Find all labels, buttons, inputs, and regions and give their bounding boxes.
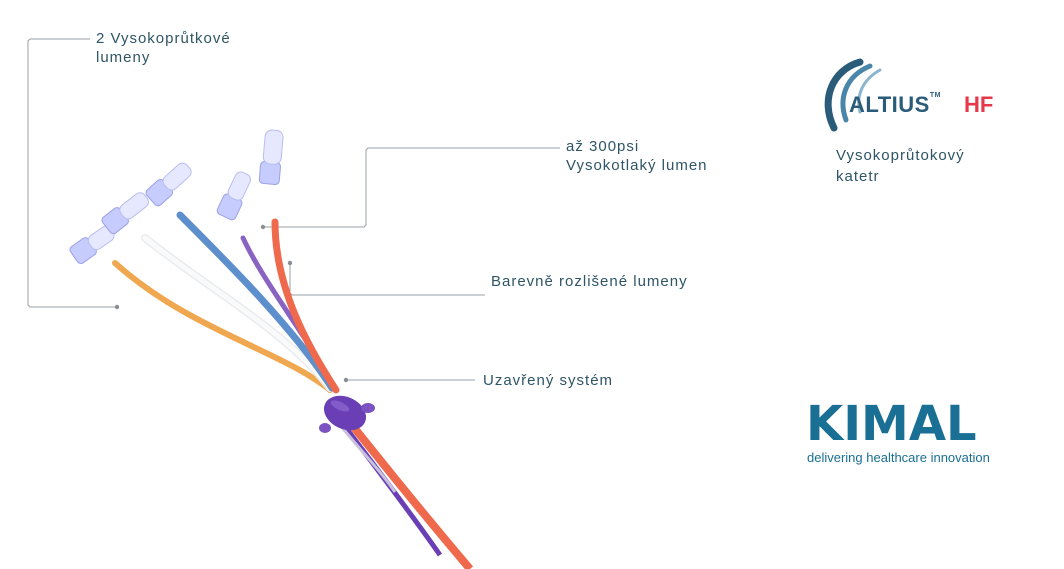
connector-blue — [145, 162, 192, 207]
callout-high-pressure-line1: až 300psi — [566, 138, 640, 155]
altius-hf-logo: ALTIUSTM HF — [818, 54, 1018, 134]
trademark-mark: TM — [929, 92, 941, 99]
connector-purple — [216, 171, 251, 221]
kimal-logo: KIMAL delivering healthcare innovation — [806, 396, 1021, 470]
catheter-shaft — [328, 407, 474, 569]
kimal-tagline: delivering healthcare innovation — [807, 450, 990, 465]
product-description: Vysokoprůtokový katetr — [836, 145, 965, 187]
product-description-line2: katetr — [836, 168, 880, 185]
callout-high-flow-lumens: 2 Vysokoprůtkové lumeny — [96, 29, 231, 67]
lumen-red — [271, 218, 340, 394]
luer-connectors — [69, 129, 284, 265]
callout-closed-system: Uzavřený systém — [483, 372, 614, 389]
lumen-orange — [112, 260, 333, 393]
lumen-white-inner — [142, 235, 333, 391]
callout-line-lumens — [27, 38, 117, 308]
callout-high-flow-lumens-line1: 2 Vysokoprůtkové — [96, 30, 231, 47]
lumen-blue — [176, 211, 336, 392]
altius-logo-swoosh — [824, 58, 882, 132]
callout-color-coded-lumens: Barevně rozlišené lumeny — [491, 273, 688, 290]
callout-high-flow-lumens-line2: lumeny — [96, 49, 151, 66]
connector-white — [101, 192, 149, 235]
callout-high-pressure-line2: Vysokotlaký lumen — [566, 157, 708, 174]
altius-hf-suffix: HF — [964, 92, 994, 117]
callout-line-colored — [289, 264, 485, 296]
connector-red — [258, 129, 284, 185]
callout-dots — [114, 224, 349, 383]
callout-high-pressure-lumen: až 300psi Vysokotlaký lumen — [566, 137, 708, 175]
kimal-wordmark: KIMAL — [806, 396, 977, 452]
lumen-tubes — [112, 211, 340, 394]
catheter-hub — [319, 395, 375, 433]
product-description-line1: Vysokoprůtokový — [836, 147, 965, 164]
callout-line-pressure — [263, 147, 560, 228]
callout-lines — [27, 38, 560, 381]
altius-brand-text: ALTIUSTM — [849, 92, 941, 117]
